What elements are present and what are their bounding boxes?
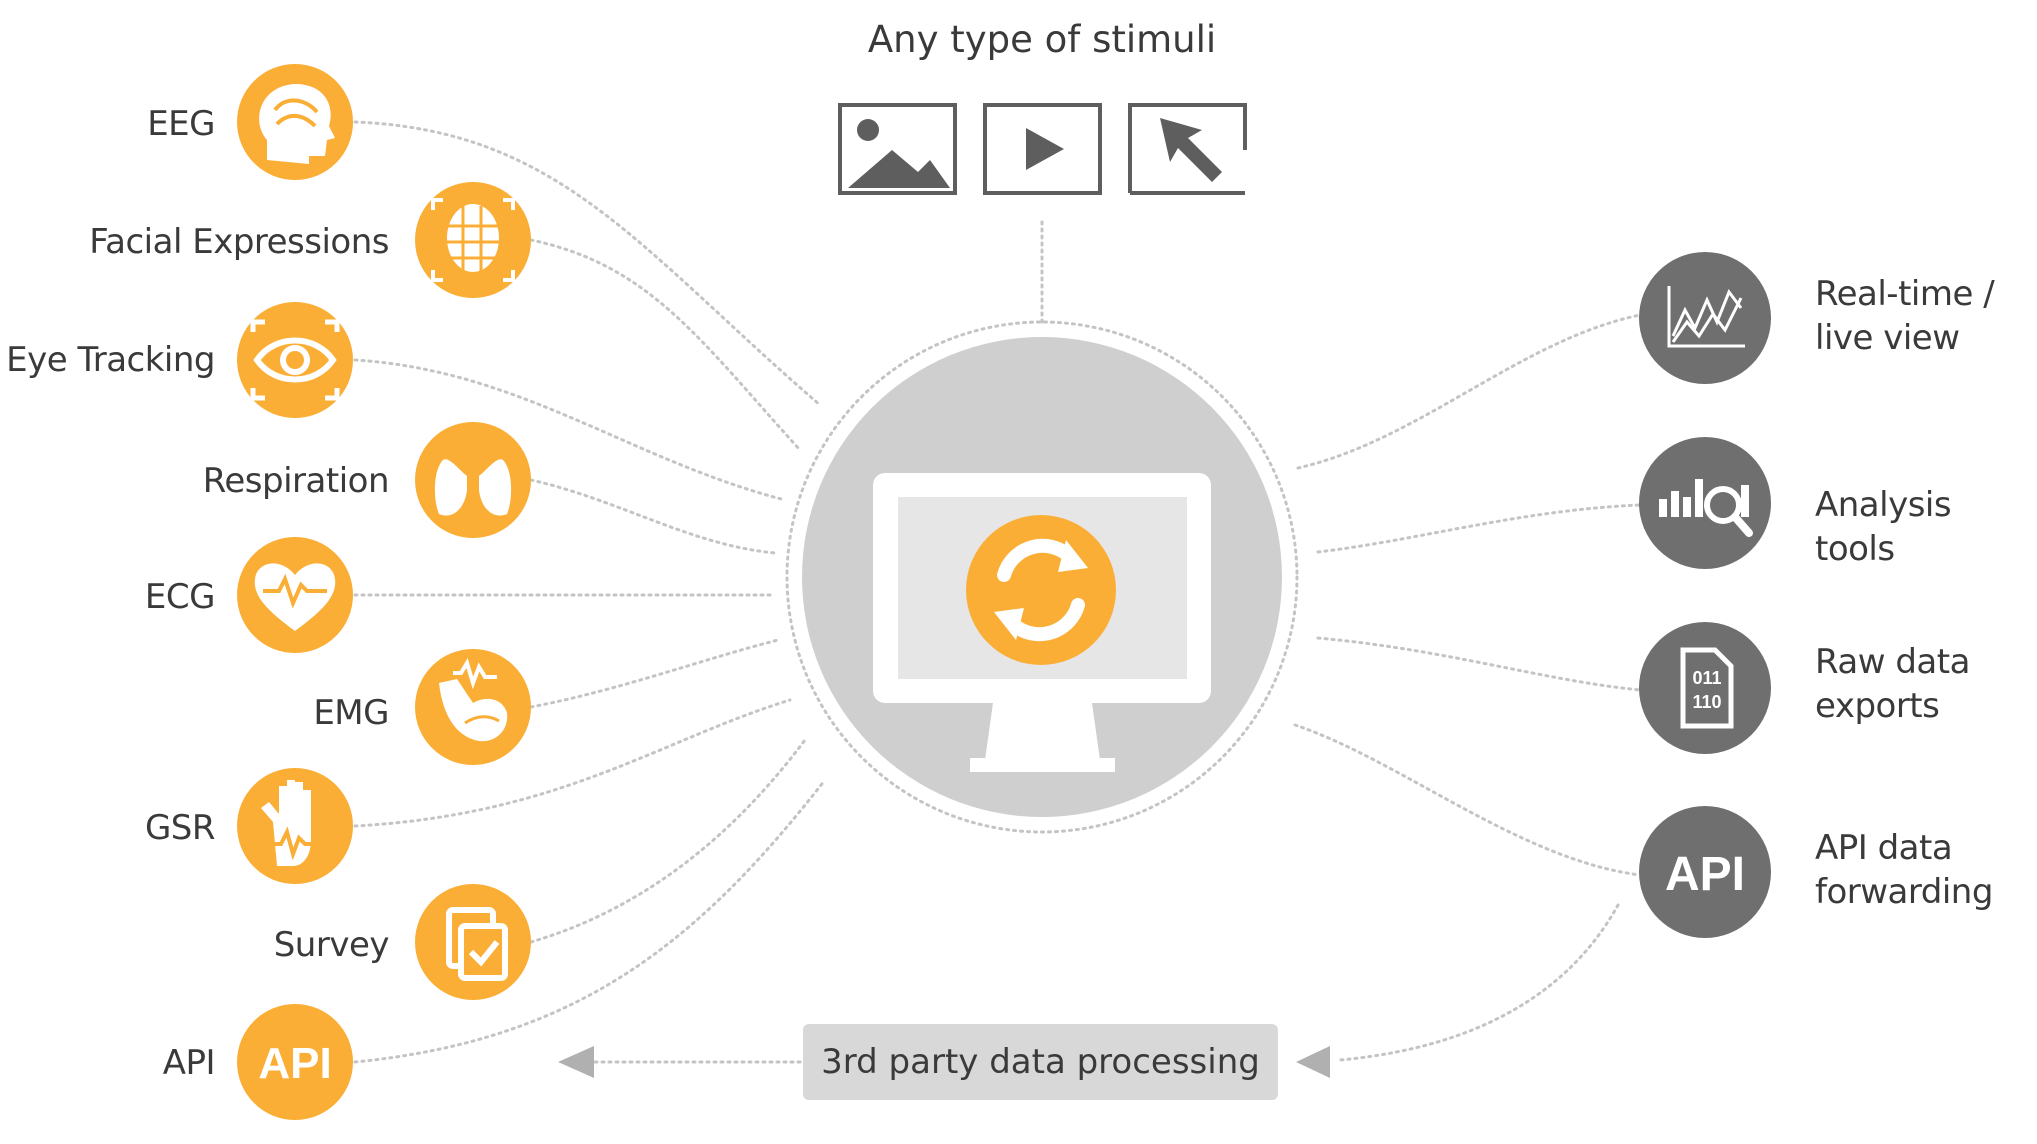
api-icon: API (237, 1004, 353, 1120)
stimuli-image-icon (838, 103, 957, 195)
connector-realtime (1296, 313, 1642, 470)
hub-ring (785, 320, 1299, 834)
label-gsr: GSR (144, 808, 216, 848)
label-raw-data-exports: Raw data exports (1815, 642, 1970, 726)
third-party-box: 3rd party data processing (803, 1024, 1278, 1100)
label-eye-tracking: Eye Tracking (6, 340, 215, 380)
heart-pulse-icon (237, 537, 353, 653)
stimuli-cursor-icon (1128, 103, 1247, 195)
connector-api-in (353, 778, 827, 1064)
clipboard-check-icon (415, 884, 531, 1000)
connector-eeg (353, 120, 822, 407)
stimuli-title: Any type of stimuli (867, 18, 1217, 61)
eye-icon (237, 302, 353, 418)
connector-emg (529, 638, 780, 709)
label-respiration: Respiration (202, 461, 390, 501)
label-api-data-forwarding: API data forwarding (1815, 828, 1993, 912)
label-analysis-tools: Analysis tools (1815, 485, 1952, 569)
label-emg: EMG (313, 693, 389, 733)
api-badge-text: API (258, 1039, 331, 1088)
connector-survey (529, 738, 807, 944)
hand-signal-icon (237, 768, 353, 884)
connector-facial (529, 238, 802, 452)
brain-head-icon (237, 64, 353, 180)
arrow-head-left (558, 1046, 594, 1078)
connector-eye (353, 358, 787, 502)
connector-raw (1316, 636, 1642, 692)
connector-gsr (353, 698, 792, 828)
arrow-head-right (1296, 1046, 1330, 1078)
connector-analysis (1316, 503, 1642, 554)
lungs-icon (415, 422, 531, 538)
line-chart-icon (1639, 252, 1771, 384)
connector-respiration (529, 478, 777, 555)
label-ecg: ECG (144, 577, 216, 617)
hub (802, 337, 1282, 817)
stimuli-play-icon (983, 103, 1102, 195)
label-realtime-live-view: Real-time / live view (1815, 274, 1995, 358)
binary-file-icon: 011 110 (1639, 622, 1771, 754)
label-survey: Survey (273, 925, 390, 965)
connector-apiout-return (1338, 903, 1620, 1062)
face-grid-icon (415, 182, 531, 298)
api-out-icon: API (1639, 806, 1771, 938)
bar-magnifier-icon (1639, 437, 1771, 569)
binary-line-1: 011 (1692, 668, 1721, 688)
api-out-badge-text: API (1665, 848, 1745, 901)
connector-apiout (1293, 723, 1642, 877)
label-facial-expressions: Facial Expressions (89, 222, 389, 262)
arm-muscle-icon (415, 649, 531, 765)
label-eeg: EEG (147, 104, 215, 144)
label-api: API (162, 1043, 216, 1083)
binary-line-2: 110 (1692, 692, 1721, 712)
third-party-label: 3rd party data processing (821, 1042, 1260, 1082)
